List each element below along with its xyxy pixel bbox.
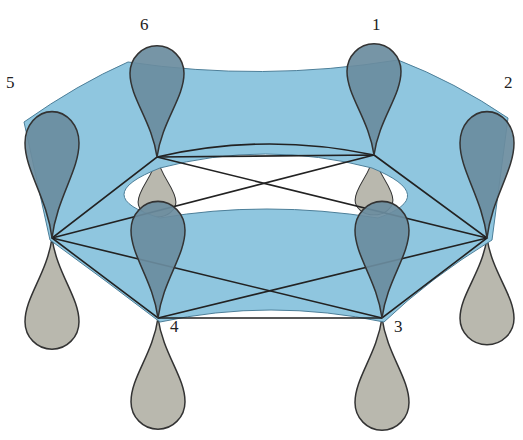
atom-number: 3 bbox=[394, 318, 403, 335]
atom-number: 4 bbox=[170, 318, 179, 335]
pi-cloud bbox=[24, 60, 508, 322]
upper-lobes bbox=[25, 44, 514, 318]
atom-number: 5 bbox=[6, 74, 15, 91]
atom-number: 1 bbox=[372, 16, 381, 33]
hexagon-frame bbox=[52, 144, 487, 318]
atom-number: 6 bbox=[140, 16, 149, 33]
atom-number: 2 bbox=[504, 74, 513, 91]
